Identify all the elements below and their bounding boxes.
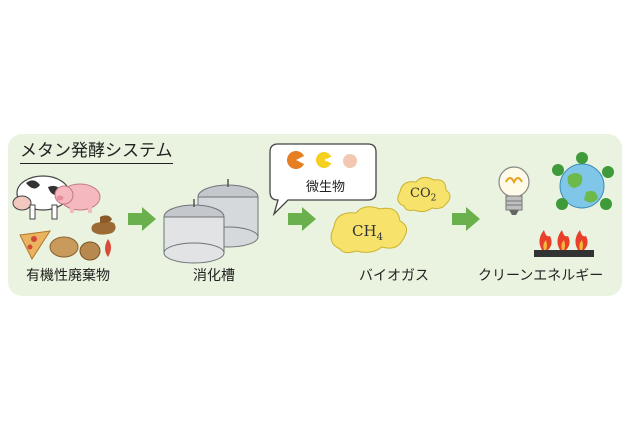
microbe-label: 微生物 — [306, 180, 346, 195]
microbe-icon-yellow — [316, 152, 333, 168]
stage-label-clean-energy: クリーンエネルギー — [478, 268, 604, 284]
diagram-title: メタン発酵システム — [20, 140, 173, 164]
pig-icon — [54, 183, 101, 213]
co2-cloud — [397, 176, 451, 213]
food-scraps-icon — [19, 230, 111, 261]
microbe-icon-pink — [343, 154, 357, 168]
microbe-icon-orange — [287, 151, 306, 169]
light-bulb-icon — [498, 166, 530, 215]
digestion-tank-illustration — [163, 179, 259, 264]
microbe-callout — [269, 143, 377, 217]
ch4-cloud — [330, 206, 407, 254]
flow-arrow-2 — [288, 207, 316, 231]
stage-label-organic-waste: 有機性廃棄物 — [26, 268, 110, 284]
dung-icon — [91, 215, 116, 235]
flow-arrow-3 — [452, 207, 480, 231]
flow-arrow-1 — [128, 207, 156, 231]
tank-front — [163, 199, 225, 264]
gas-flame-icon — [534, 230, 594, 257]
organic-waste-illustration — [12, 175, 116, 261]
stage-label-digestion-tank: 消化槽 — [193, 268, 235, 284]
co2-text: CO2 — [410, 186, 437, 204]
stage-label-biogas: バイオガス — [359, 268, 429, 284]
ch4-text: CH4 — [352, 222, 383, 243]
earth-trees-icon — [552, 152, 614, 210]
